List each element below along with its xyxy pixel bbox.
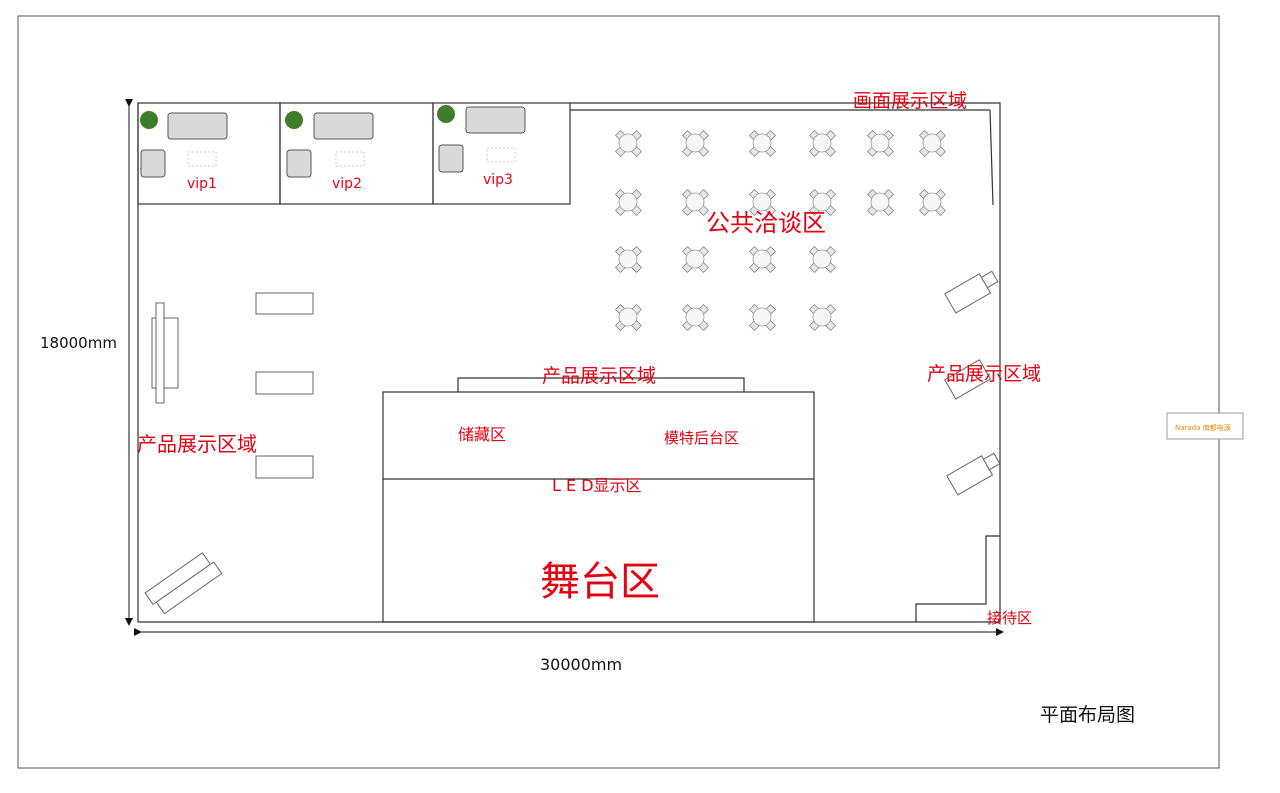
venue-walls: [137, 102, 1001, 623]
right-display-unit-1: [944, 270, 999, 314]
led-display-label: L E D显示区: [552, 476, 642, 495]
table-icon: [335, 151, 365, 167]
plant-icon: [140, 111, 158, 129]
stage-label: 舞台区: [540, 559, 660, 605]
table-set-icon: [866, 188, 895, 217]
sofa-icon: [465, 106, 526, 134]
table-set-icon: [808, 129, 837, 158]
product-display-center-label: 产品展示区域: [542, 365, 656, 387]
negotiation-table-sets: [614, 129, 947, 332]
display-counter: [255, 371, 314, 395]
sofa-icon: [313, 112, 374, 140]
vip-rooms: [137, 102, 571, 205]
reception-desk: [915, 535, 1000, 622]
table-set-icon: [808, 188, 837, 217]
drawing-title: 平面布局图: [1040, 704, 1135, 726]
table-icon: [187, 151, 217, 167]
table-set-icon: [614, 188, 643, 217]
reception-label: 接待区: [987, 609, 1032, 627]
table-set-icon: [748, 188, 777, 217]
right-display-unit-2: [944, 359, 992, 400]
table-set-icon: [681, 303, 710, 332]
table-set-icon: [918, 188, 947, 217]
table-set-icon: [748, 245, 777, 274]
left-display-unit: [151, 302, 179, 404]
table-set-icon: [918, 129, 947, 158]
vip1-label: vip1: [187, 176, 217, 192]
width-dimension-label: 30000mm: [540, 655, 622, 674]
table-set-icon: [614, 245, 643, 274]
angled-display-unit: [144, 552, 223, 615]
product-display-right-label: 产品展示区域: [927, 363, 1041, 385]
table-set-icon: [681, 129, 710, 158]
stage-block: [382, 377, 815, 623]
model-backstage-label: 模特后台区: [664, 429, 739, 447]
table-set-icon: [748, 129, 777, 158]
logo-text: Narada 南都电源: [1175, 423, 1231, 432]
display-counter: [255, 455, 314, 479]
vip2-label: vip2: [332, 176, 362, 192]
table-icon: [486, 147, 516, 163]
product-display-left-label: 产品展示区域: [137, 432, 257, 456]
table-set-icon: [808, 245, 837, 274]
sofa-icon: [167, 112, 228, 140]
vip3-label: vip3: [483, 172, 513, 188]
table-set-icon: [614, 303, 643, 332]
storage-label: 储藏区: [458, 425, 506, 444]
plant-icon: [437, 105, 455, 123]
display-counter: [255, 292, 314, 315]
table-set-icon: [748, 303, 777, 332]
table-set-icon: [614, 129, 643, 158]
armchair-icon: [438, 144, 464, 173]
table-set-icon: [681, 245, 710, 274]
right-display-unit-3: [946, 452, 1001, 496]
painting-display-label: 画面展示区域: [853, 90, 967, 112]
public-negotiation-label: 公共洽谈区: [706, 209, 826, 237]
table-set-icon: [866, 129, 895, 158]
armchair-icon: [286, 149, 312, 178]
table-set-icon: [681, 188, 710, 217]
table-set-icon: [808, 303, 837, 332]
plant-icon: [285, 111, 303, 129]
narada-logo: Narada 南都电源: [1166, 412, 1244, 440]
height-dimension-label: 18000mm: [40, 334, 117, 352]
armchair-icon: [140, 149, 166, 178]
